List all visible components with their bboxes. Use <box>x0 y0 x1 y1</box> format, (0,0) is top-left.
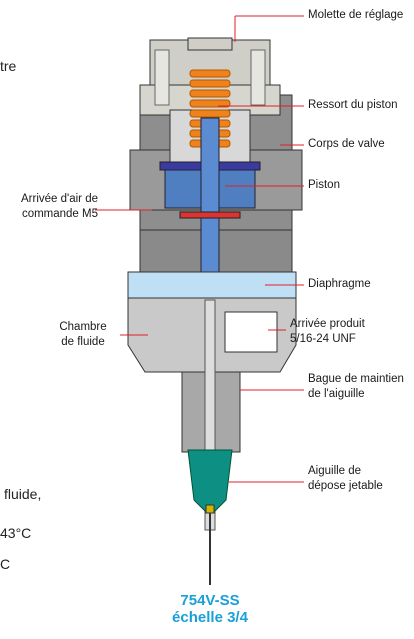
model-name: 754V-SS <box>180 592 240 609</box>
label-retaining-nut: Bague de maintien de l'aiguille <box>308 373 404 400</box>
label-piston-spring: Ressort du piston <box>308 99 398 111</box>
label-product-inlet: Arrivée produit 5/16-24 UNF <box>290 318 365 345</box>
disposable-needle <box>187 449 233 585</box>
label-piston: Piston <box>308 179 340 191</box>
label-fluid-chamber: Chambre de fluide <box>59 321 107 348</box>
text-fragment-c: C <box>0 556 11 572</box>
text-fragment-fluide: fluide, <box>4 486 42 502</box>
model-caption: 754V-SS échelle 3/4 <box>155 592 265 626</box>
text-fragment-temp: 43°C <box>0 525 32 541</box>
text-fragment-tre: tre <box>0 58 17 74</box>
leader-lines <box>95 15 304 483</box>
label-diaphragm: Diaphragme <box>308 278 371 290</box>
label-valve-body: Corps de valve <box>308 138 385 150</box>
label-needle: Aiguille de dépose jetable <box>308 465 383 492</box>
needle-retaining-nut <box>181 299 241 531</box>
adjustment-knob <box>139 37 281 116</box>
label-adjustment-knob: Molette de réglage <box>308 9 404 21</box>
label-air-inlet: Arrivée d'air de commande M5 <box>21 193 98 220</box>
scale-note: échelle 3/4 <box>172 609 248 626</box>
